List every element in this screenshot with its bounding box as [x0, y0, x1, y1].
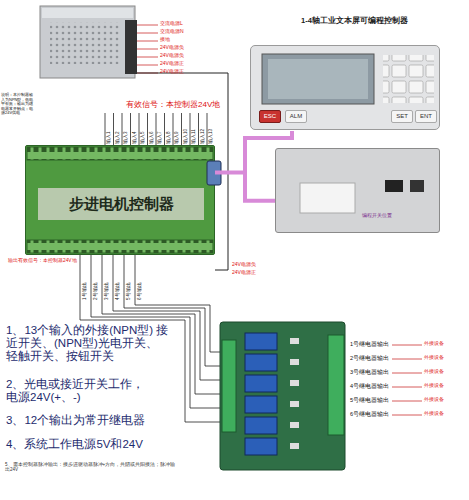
- device-label: 外接设备: [424, 411, 444, 417]
- signal-note: 输出有效信号：本控制器24V地: [8, 258, 77, 264]
- relay: [245, 438, 277, 455]
- relay-output-label: 2号继电器输出: [350, 355, 389, 361]
- relay-component: [290, 359, 299, 365]
- relay-component: [290, 401, 299, 407]
- input-label: 输入7: [157, 131, 162, 144]
- relay: [245, 375, 277, 392]
- terminal-label: 24V电源负: [160, 45, 184, 51]
- output-label: 5号输出: [126, 282, 131, 300]
- switch-label: 编程开关位置: [362, 213, 392, 219]
- device-label: 外接设备: [424, 341, 444, 347]
- device-title: 1-4轴工业文本屏可编程控制器: [301, 17, 408, 26]
- hmi-panel: 1-4轴工业文本屏可编程控制器ESCALMSETENT: [250, 45, 440, 130]
- terminal-label: 接地: [160, 37, 170, 43]
- input-label: 输入4: [132, 131, 137, 144]
- device-label: 外接设备: [424, 355, 444, 361]
- terminal-label: 24V电源负: [160, 53, 184, 59]
- serial-port: [385, 180, 403, 192]
- output-terminal-row: [27, 240, 213, 253]
- note-text: 3、12个输出为常开继电器: [6, 414, 181, 427]
- input-terminal-screws: [27, 147, 213, 160]
- terminal-label: 交流电源L: [160, 21, 183, 27]
- input-label: 输入9: [174, 131, 179, 144]
- leader-lines: [137, 25, 158, 73]
- input-label: 输入12: [200, 129, 205, 144]
- note-text: 说明：本控制器输入为NPN型，低电平有效；输出为继电器常开触点；电源24V供电: [1, 93, 34, 116]
- relay: [245, 417, 277, 434]
- button-label: ALM: [286, 111, 306, 122]
- button-label: ESC: [260, 111, 280, 122]
- output-terminal-screws: [27, 240, 213, 253]
- keypad: [383, 55, 434, 103]
- relay: [245, 396, 277, 413]
- relay-component: [290, 338, 299, 344]
- output-label: 1号输出: [82, 282, 87, 300]
- relay: [245, 354, 277, 371]
- input-wires: [105, 113, 207, 147]
- output-leader-lines: [392, 345, 422, 415]
- signal-note: 有效信号：本控制器24V地: [126, 100, 220, 109]
- relay-output-label: 5号继电器输出: [350, 397, 389, 403]
- power-supply-vents: [50, 22, 120, 64]
- terminal-label: 24V电源正: [160, 61, 184, 67]
- note-text: 2、光电或接近开关工作， 电源24V(+、-): [6, 378, 156, 404]
- input-label: 输入6: [149, 131, 154, 144]
- relay-input-terminal: [222, 340, 236, 432]
- note-text: 1、13个输入的外接(NPN型) 接近开关、(NPN型)光电开关、 轻触开关、按…: [6, 324, 171, 364]
- db9-connector: [207, 161, 221, 185]
- input-label: 输入10: [183, 129, 188, 144]
- terminal-label: 24V电源正: [160, 69, 184, 75]
- device-label: 外接设备: [424, 369, 444, 375]
- input-label: 输入8: [166, 131, 171, 144]
- input-label: 输入11: [191, 129, 196, 144]
- relay-output-label: 1号继电器输出: [350, 341, 389, 347]
- relay-output-terminal: [328, 335, 344, 435]
- lcd-screen: [268, 59, 368, 99]
- relay-output-label: 3号继电器输出: [350, 369, 389, 375]
- power-terminal-block: [125, 20, 137, 74]
- hmi-button: ENT: [415, 110, 437, 123]
- button-label: ENT: [416, 111, 436, 122]
- hmi-button: ALM: [285, 110, 307, 123]
- input-label: 输入1: [106, 131, 111, 144]
- input-label: 输入5: [140, 131, 145, 144]
- relay: [245, 333, 277, 350]
- controller-name: 步进电机控制器: [38, 188, 204, 220]
- note-text: 4、系统工作电源5V和24V: [6, 438, 181, 451]
- terminal-label: 交流电源N: [160, 29, 184, 35]
- relay-component: [290, 443, 299, 449]
- button-label: SET: [392, 111, 412, 122]
- controller-box: 步进电机控制器: [25, 145, 215, 255]
- output-label: 3号输出: [104, 282, 109, 300]
- label-sticker: [300, 183, 355, 213]
- relay-component: [290, 422, 299, 428]
- lcd-bezel: [262, 54, 374, 104]
- relay-component: [290, 380, 299, 386]
- input-label: 输入13: [208, 129, 213, 144]
- input-label: 输入3: [123, 131, 128, 144]
- relay-output-label: 4号继电器输出: [350, 383, 389, 389]
- input-label: 输入2: [115, 131, 120, 144]
- hmi-button: ESC: [259, 110, 281, 123]
- power-supply-rim: [42, 8, 133, 18]
- device-label: 外接设备: [424, 383, 444, 389]
- note-text: 5、需本控制器脉冲输出：接步进驱动器脉冲+方向，共阴或共阳接法；脉冲输出24V: [5, 462, 180, 472]
- power-label: 24V电源负: [232, 262, 256, 268]
- output-label: 6号输出: [137, 282, 142, 300]
- relay-output-label: 6号继电器输出: [350, 411, 389, 417]
- input-terminal-row: [27, 147, 213, 160]
- program-switch: [410, 180, 424, 192]
- power-label: 24V电源正: [232, 270, 256, 276]
- power-supply-body: [40, 6, 135, 78]
- serial-cable: [215, 173, 275, 201]
- output-label: 4号输出: [115, 282, 120, 300]
- hmi-back-unit: 编程开关位置: [275, 148, 440, 233]
- output-label: 2号输出: [93, 282, 98, 300]
- hmi-button: SET: [391, 110, 413, 123]
- relay-board: [220, 322, 345, 470]
- device-label: 外接设备: [424, 397, 444, 403]
